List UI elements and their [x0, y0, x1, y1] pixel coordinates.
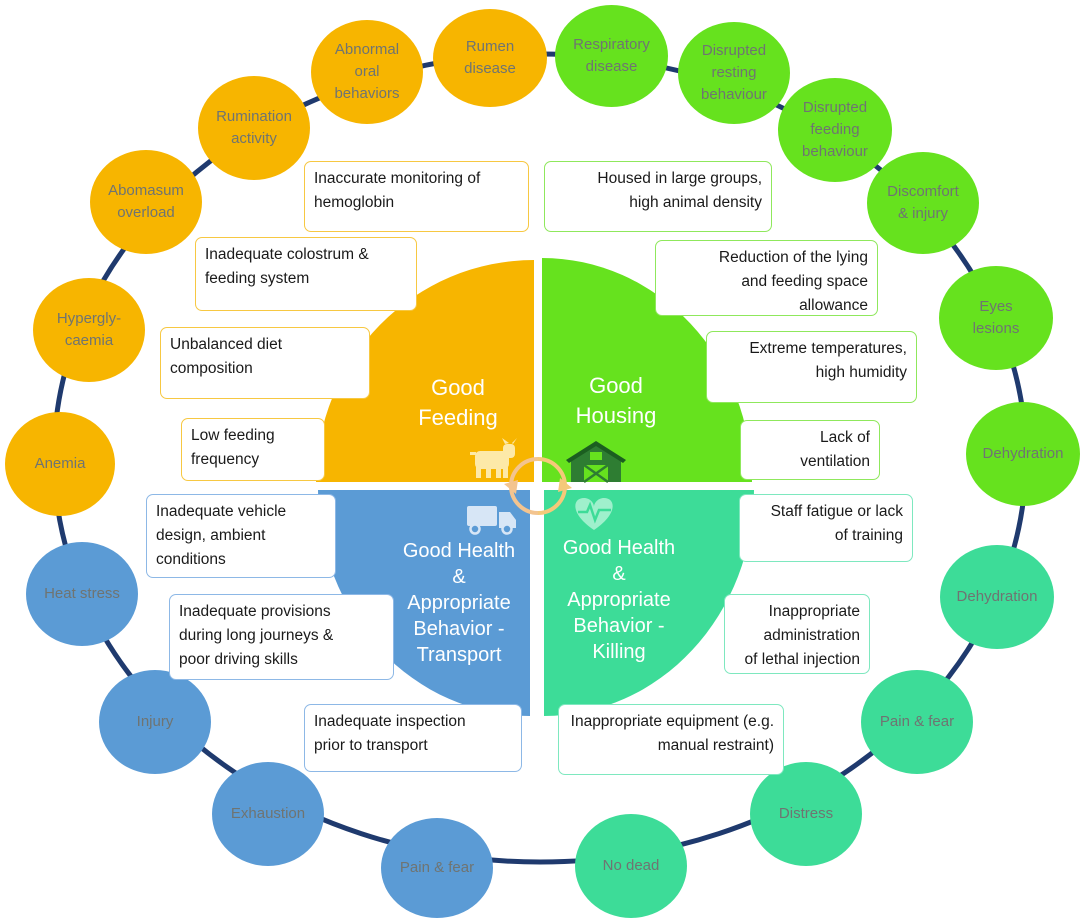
risk-box: Low feeding frequency [181, 418, 325, 481]
risk-box: Housed in large groups, high animal dens… [544, 161, 772, 232]
outer-node: Abnormal oral behaviors [311, 20, 423, 124]
outer-node: Respiratory disease [555, 5, 668, 107]
outer-node: Disrupted resting behaviour [678, 22, 790, 124]
outer-node: Eyes lesions [939, 266, 1053, 370]
risk-box: Inadequate provisions during long journe… [169, 594, 394, 680]
risk-box: Extreme temperatures, high humidity [706, 331, 917, 403]
risk-box: Reduction of the lying and feeding space… [655, 240, 878, 316]
outer-node: Abomasum overload [90, 150, 202, 254]
risk-box: Inadequate inspection prior to transport [304, 704, 522, 772]
risk-box: Lack of ventilation [740, 420, 880, 480]
outer-node: Distress [750, 762, 862, 866]
risk-box: Inappropriate equipment (e.g. manual res… [558, 704, 784, 775]
cow-icon [470, 438, 517, 478]
outer-node: Exhaustion [212, 762, 324, 866]
outer-node: Pain & fear [381, 818, 493, 918]
risk-box: Inadequate vehicle design, ambient condi… [146, 494, 336, 578]
outer-node: Dehydration [966, 402, 1080, 506]
barn-icon [566, 441, 626, 484]
outer-node: No dead [575, 814, 687, 918]
cycle-arrows-icon [504, 457, 572, 515]
outer-node: Discomfort & injury [867, 152, 979, 254]
outer-node: Rumen disease [433, 9, 547, 107]
heart-pulse-icon [575, 498, 613, 530]
outer-node: Anemia [5, 412, 115, 516]
quadrant-good-feeding [316, 260, 534, 482]
outer-node: Disrupted feeding behaviour [778, 78, 892, 182]
outer-node: Dehydration [940, 545, 1054, 649]
risk-box: Unbalanced diet composition [160, 327, 370, 399]
quadrant-label-housing: Good Housing [575, 373, 657, 428]
outer-node: Injury [99, 670, 211, 774]
quadrant-good-housing [542, 258, 752, 482]
quadrant-label-killing: Good Health & Appropriate Behavior - Kil… [562, 537, 676, 663]
quadrant-label-transport: Good Health & Appropriate Behavior - Tra… [402, 540, 516, 666]
risk-box: Inaccurate monitoring of hemoglobin [304, 161, 529, 232]
quadrant-good-health-killing [544, 490, 754, 716]
quadrant-good-health-transport [318, 490, 530, 716]
risk-box: Inappropriate administration of lethal i… [724, 594, 870, 674]
truck-icon [467, 506, 516, 535]
risk-box: Staff fatigue or lack of training [739, 494, 913, 562]
risk-box: Inadequate colostrum & feeding system [195, 237, 417, 311]
outer-node: Pain & fear [861, 670, 973, 774]
outer-node: Hypergly- caemia [33, 278, 145, 382]
quadrant-label-feeding: Good Feeding [418, 375, 498, 430]
outer-node: Rumination activity [198, 76, 310, 180]
outer-node: Heat stress [26, 542, 138, 646]
